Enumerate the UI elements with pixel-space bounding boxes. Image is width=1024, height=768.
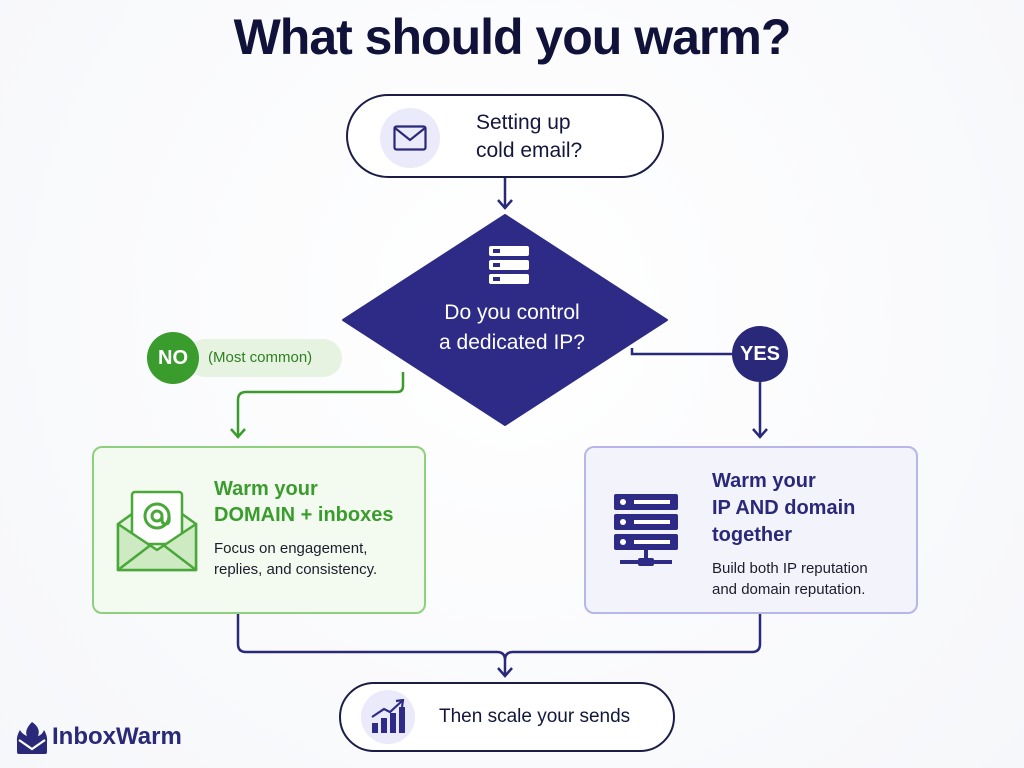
end-node: Then scale your sends — [339, 682, 675, 752]
arrowhead-no-branch — [230, 428, 246, 439]
server-rack-icon — [610, 492, 690, 577]
outcome-card-domain: Warm your DOMAIN + inboxes Focus on enga… — [92, 446, 426, 614]
decision-text: Do you control a dedicated IP? — [400, 298, 624, 358]
email-at-icon — [112, 488, 202, 579]
arrowhead-yes-branch — [752, 428, 768, 439]
ip-card-title-line-2: IP AND domain — [712, 497, 856, 519]
no-badge: NO — [147, 332, 199, 384]
start-node: Setting up cold email? — [346, 94, 664, 178]
domain-card-title-line-2: DOMAIN + inboxes — [214, 504, 394, 526]
server-icon — [487, 244, 531, 291]
envelope-icon — [380, 108, 440, 168]
domain-card-description: Focus on engagement, replies, and consis… — [214, 538, 420, 580]
start-line-1: Setting up — [476, 111, 571, 134]
decision-line-2: a dedicated IP? — [439, 331, 585, 354]
ip-card-title: Warm your IP AND domain together — [712, 468, 912, 549]
connector-yes-branch — [630, 348, 734, 356]
page-title: What should you warm? — [233, 9, 792, 65]
start-node-text: Setting up cold email? — [476, 109, 646, 165]
end-node-text: Then scale your sends — [439, 706, 631, 727]
no-branch-note: (Most common) — [186, 339, 342, 377]
ip-card-title-line-3: together — [712, 524, 792, 546]
brand-logo: InboxWarm — [14, 718, 214, 758]
start-line-2: cold email? — [476, 139, 583, 162]
ip-card-desc-line-2: and domain reputation. — [712, 581, 866, 598]
connector-merge — [236, 614, 762, 676]
brand-logo-text: InboxWarm — [52, 723, 182, 750]
ip-card-description: Build both IP reputation and domain repu… — [712, 558, 912, 600]
domain-card-desc-line-2: replies, and consistency. — [214, 561, 378, 578]
yes-badge: YES — [732, 326, 788, 382]
inboxwarm-logo-icon — [14, 720, 50, 761]
domain-card-title-line-1: Warm your — [214, 478, 318, 500]
outcome-card-ip-domain: Warm your IP AND domain together Build b… — [584, 446, 918, 614]
growth-chart-icon — [361, 690, 415, 744]
domain-card-title: Warm your DOMAIN + inboxes — [214, 476, 424, 528]
ip-card-desc-line-1: Build both IP reputation — [712, 560, 868, 577]
decision-line-1: Do you control — [444, 301, 580, 324]
domain-card-desc-line-1: Focus on engagement, — [214, 540, 368, 557]
arrowhead-merge — [497, 667, 513, 678]
connector-no-branch — [236, 372, 405, 436]
ip-card-title-line-1: Warm your — [712, 470, 816, 492]
arrowhead-start-to-decision — [497, 199, 513, 210]
